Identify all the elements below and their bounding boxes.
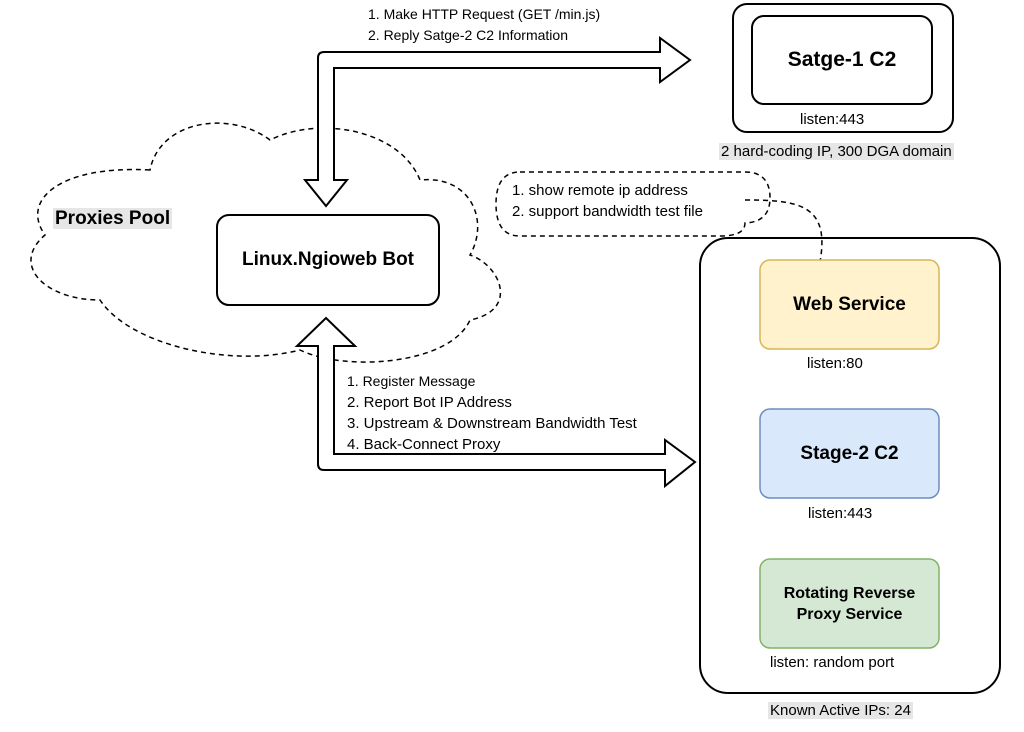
top-flow-arrow (302, 36, 692, 208)
proxy-service-label: Rotating Reverse Proxy Service (760, 559, 939, 648)
server-group-box (699, 237, 1001, 694)
callout-shape (495, 171, 771, 237)
bot-label: Linux.Ngioweb Bot (241, 249, 415, 270)
stage1-label: Satge-1 C2 (787, 48, 897, 71)
stage2-label: Stage-2 C2 (800, 442, 899, 464)
proxy-service-listen: listen: random port (770, 654, 895, 671)
bot-box (216, 214, 440, 306)
web-service-listen: listen:80 (807, 355, 863, 372)
callout-text: 1. show remote ip address 2. support ban… (512, 180, 703, 222)
stage1-listen: listen:443 (800, 111, 865, 128)
bottom-flow-steps: 1. Register Message 2. Report Bot IP Add… (347, 371, 637, 455)
bottom-flow-step: 1. Register Message (347, 373, 476, 389)
callout-connector (744, 199, 823, 263)
stage2-listen: listen:443 (808, 505, 873, 522)
stage2-box (759, 408, 940, 499)
web-service-label: Web Service (793, 293, 906, 315)
stage1-note: 2 hard-coding IP, 300 DGA domain (719, 143, 954, 160)
proxy-service-label-line2: Proxy Service (796, 605, 903, 623)
proxies-pool-label: Proxies Pool (53, 208, 173, 229)
bottom-flow-arrow (294, 316, 697, 489)
top-flow-step: 1. Make HTTP Request (GET /min.js) (368, 6, 601, 22)
proxy-service-label-line1: Rotating Reverse (783, 584, 916, 602)
top-flow-step: 2. Reply Satge-2 C2 Information (368, 27, 568, 43)
bottom-flow-step: 2. Report Bot IP Address (347, 394, 512, 411)
bottom-flow-step: 3. Upstream & Downstream Bandwidth Test (347, 415, 637, 432)
stage1-inner-box (751, 15, 933, 105)
proxy-service-box (759, 558, 940, 649)
callout-line: 1. show remote ip address (512, 182, 688, 199)
bottom-flow-step: 4. Back-Connect Proxy (347, 436, 501, 453)
web-service-box (759, 259, 940, 350)
known-active-ips: Known Active IPs: 24 (768, 702, 913, 719)
callout-line: 2. support bandwidth test file (512, 203, 703, 220)
top-flow-steps: 1. Make HTTP Request (GET /min.js) 2. Re… (368, 4, 600, 46)
